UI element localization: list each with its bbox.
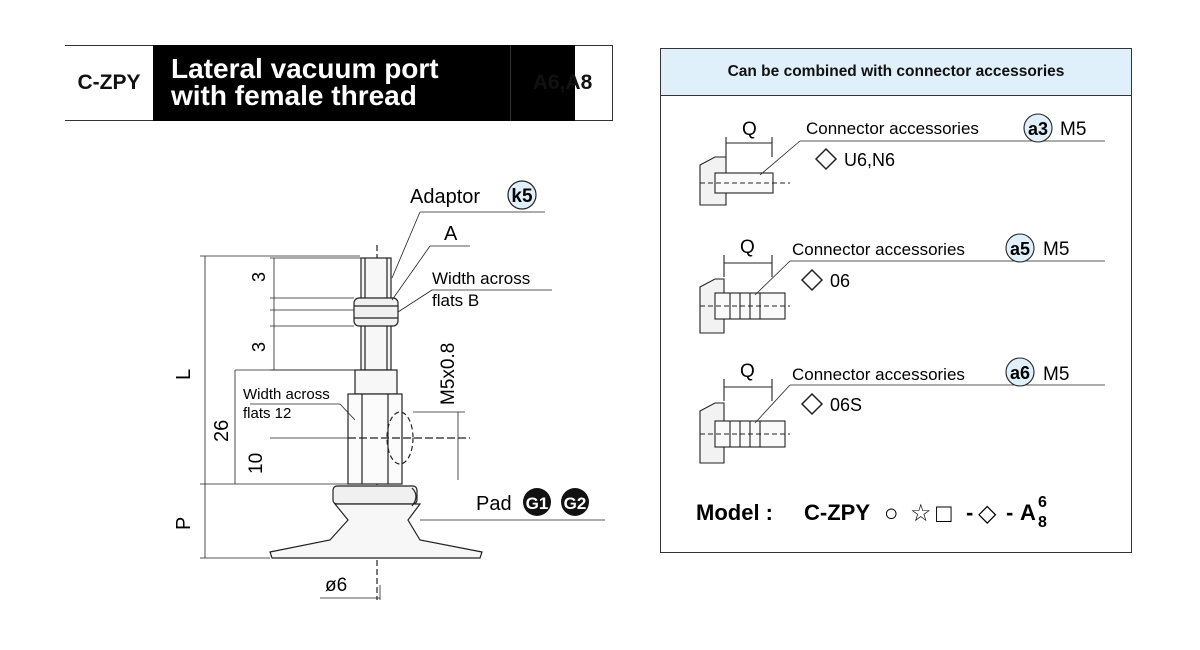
accessory-a3-option: U6,N6 bbox=[844, 150, 895, 170]
accessory-a5-thread: M5 bbox=[1043, 239, 1069, 260]
flats-12-line1: Width across bbox=[243, 386, 330, 403]
accessory-a6-badge bbox=[1005, 357, 1035, 387]
lateral-port bbox=[386, 411, 414, 465]
model-dash-2: - bbox=[1006, 500, 1013, 525]
accessory-a6-thread: M5 bbox=[1043, 364, 1069, 385]
accessory-a5-option: 06 bbox=[830, 271, 850, 291]
header-bar: C-ZPY Lateral vacuum port with female th… bbox=[65, 45, 613, 121]
dim-3-top: 3 bbox=[249, 272, 269, 282]
dim-p: P bbox=[173, 517, 195, 530]
model-letter: A bbox=[1020, 500, 1036, 525]
model-prefix: Model : bbox=[696, 500, 773, 525]
pad-code2: G2 bbox=[564, 494, 587, 513]
adaptor-nut bbox=[353, 297, 399, 327]
accessory-a3-badge bbox=[1023, 113, 1053, 143]
adaptor-code-badge bbox=[507, 180, 537, 210]
dim-26: 26 bbox=[211, 420, 233, 442]
accessory-a5: Q Connector accessories a5 M5 06 bbox=[699, 233, 1105, 334]
port-thread-label: M5x0.8 bbox=[438, 343, 459, 405]
flats-12-line2: flats 12 bbox=[243, 405, 291, 422]
model-circle-symbol: ○ bbox=[884, 500, 899, 527]
body-upper bbox=[354, 369, 398, 395]
header-right-rule bbox=[612, 45, 613, 121]
pad-code2-badge bbox=[561, 488, 589, 516]
model-square-symbol: □ bbox=[936, 498, 952, 528]
diamond-icon bbox=[800, 268, 824, 292]
pad-label: Pad bbox=[476, 493, 512, 515]
accessory-a3-code: a3 bbox=[1028, 119, 1048, 139]
accessory-a6-option: 06S bbox=[830, 395, 862, 415]
accessory-a5-label: Connector accessories bbox=[792, 240, 965, 259]
diamond-icon bbox=[800, 392, 824, 416]
model-code: Model : C-ZPY ○ ☆ □ - ◇ - A 6 8 bbox=[696, 494, 1047, 531]
variant-codes: A6,A8 bbox=[510, 45, 614, 121]
cup-drawing: Adaptor k5 A Width across flats B 3 3 L … bbox=[173, 180, 605, 600]
title-line-2: with female thread bbox=[171, 80, 417, 111]
model-series: C-ZPY bbox=[804, 500, 870, 525]
thread-label-a: A bbox=[444, 223, 458, 245]
pad-collar bbox=[332, 485, 418, 505]
accessory-a3-label: Connector accessories bbox=[806, 119, 979, 138]
accessory-a3: Q Connector accessories a3 M5 U6,N6 bbox=[699, 113, 1105, 206]
accessory-a6-label: Connector accessories bbox=[792, 365, 965, 384]
body-hex bbox=[347, 393, 403, 485]
diamond-icon bbox=[814, 147, 838, 171]
accessory-a6: Q Connector accessories a6 M5 06S bbox=[699, 357, 1105, 464]
model-star-symbol: ☆ bbox=[910, 500, 932, 527]
accessory-a6-q: Q bbox=[740, 361, 755, 382]
accessory-a5-badge bbox=[1005, 233, 1035, 263]
product-code: C-ZPY bbox=[77, 71, 141, 94]
adaptor-code: k5 bbox=[511, 186, 533, 207]
pad-body bbox=[269, 503, 483, 559]
width-across-b-line2: flats B bbox=[432, 291, 479, 310]
width-across-b-line1: Width across bbox=[432, 269, 530, 288]
dim-l: L bbox=[173, 369, 195, 380]
pad-code1-badge bbox=[523, 488, 551, 516]
accessory-a3-q: Q bbox=[742, 119, 757, 140]
adaptor-label: Adaptor bbox=[410, 186, 480, 208]
model-diamond-symbol: ◇ bbox=[978, 500, 997, 527]
model-size-bottom: 8 bbox=[1038, 514, 1047, 531]
accessory-a6-code: a6 bbox=[1010, 363, 1030, 383]
accessory-a3-thread: M5 bbox=[1060, 119, 1086, 140]
dim-10: 10 bbox=[246, 453, 267, 474]
accessories-drawings: Q Connector accessories a3 M5 U6,N6 Q Co… bbox=[696, 113, 1105, 531]
dim-3-bottom: 3 bbox=[249, 342, 269, 352]
accessory-a5-q: Q bbox=[740, 237, 755, 258]
accessories-panel: Can be combined with connector accessori… bbox=[660, 48, 1132, 553]
model-dash-1: - bbox=[966, 500, 973, 525]
diameter-label: ø6 bbox=[325, 575, 347, 596]
product-title: Lateral vacuum port with female thread bbox=[153, 45, 575, 121]
pad-code1: G1 bbox=[526, 494, 549, 513]
panel-heading: Can be combined with connector accessori… bbox=[661, 49, 1131, 96]
model-size-top: 6 bbox=[1038, 494, 1047, 511]
title-line-1: Lateral vacuum port bbox=[171, 53, 439, 84]
accessory-a5-code: a5 bbox=[1010, 239, 1030, 259]
